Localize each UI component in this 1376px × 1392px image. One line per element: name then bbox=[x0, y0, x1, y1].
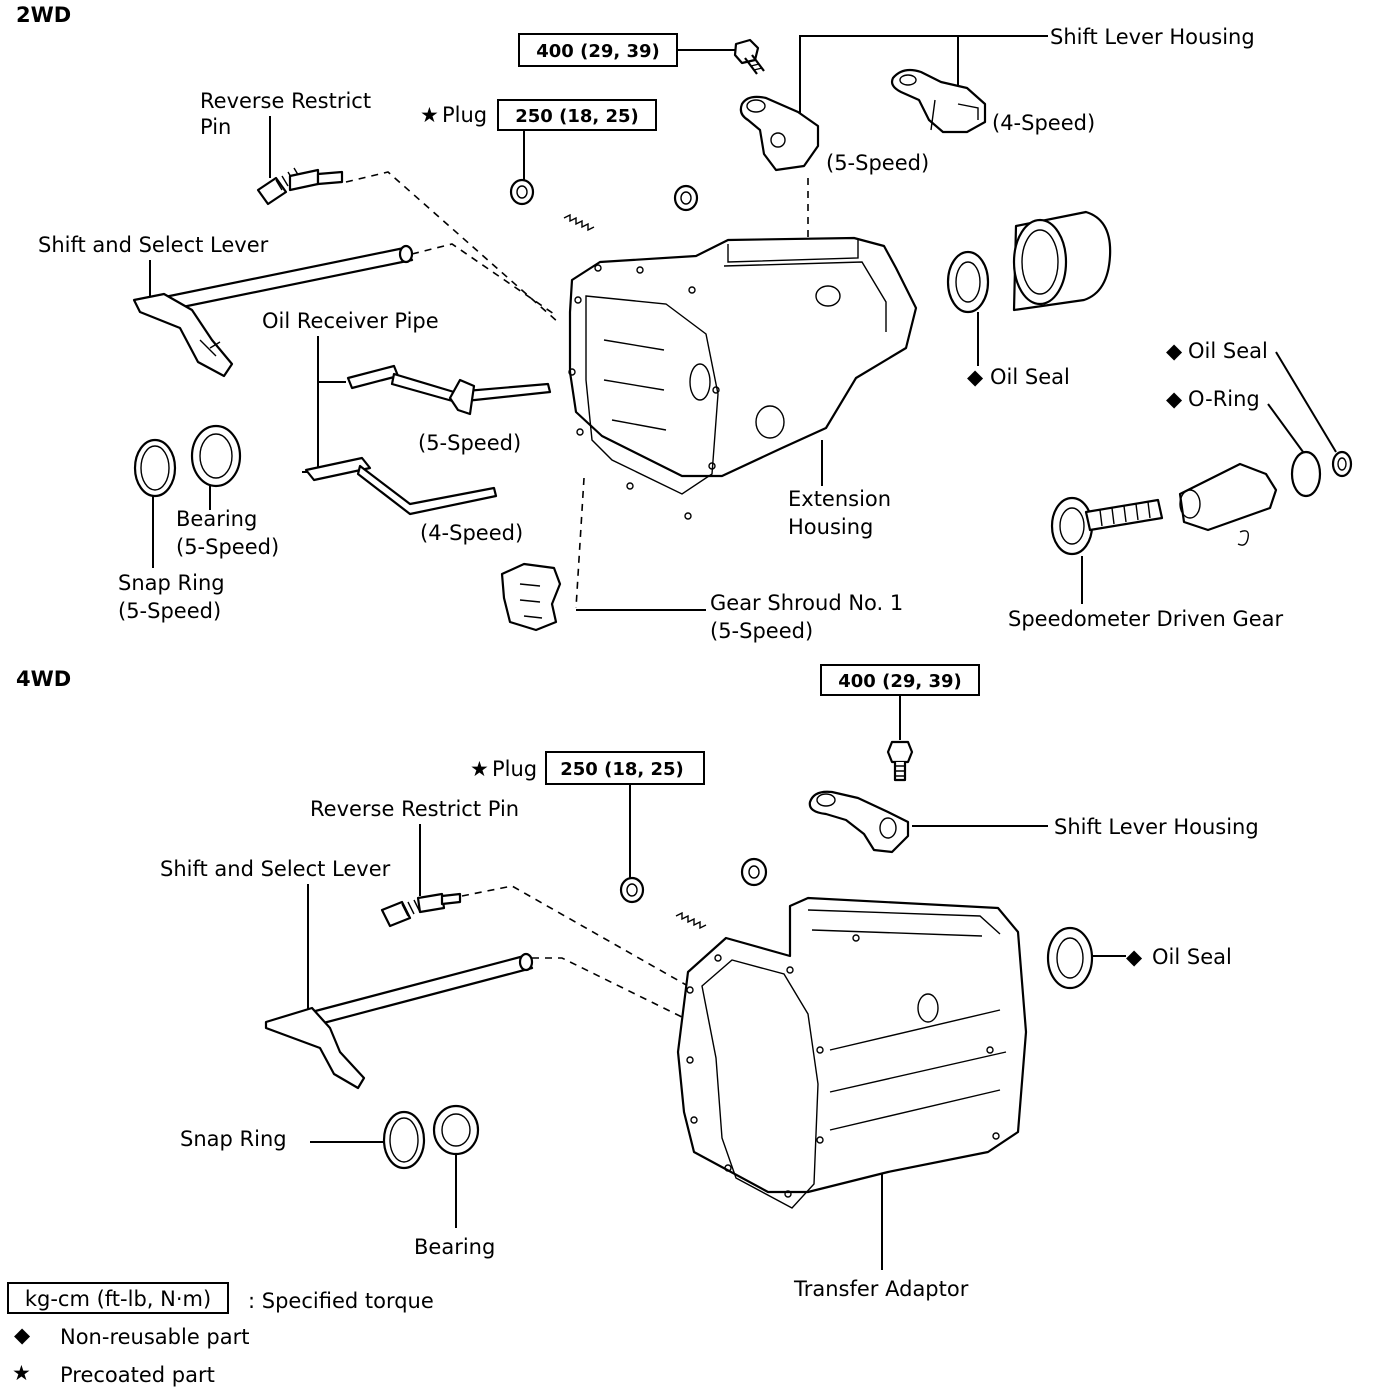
shift-lever-housing-label-4wd: Shift Lever Housing bbox=[1054, 815, 1259, 839]
shift-select-lever-label-4wd: Shift and Select Lever bbox=[160, 857, 391, 881]
shift-lever-housing-4wd bbox=[808, 790, 910, 854]
oil-receiver-pipe-5speed-2wd bbox=[346, 364, 552, 416]
plug-label-4wd: Plug bbox=[492, 757, 537, 781]
torque-box-plug-4wd bbox=[545, 751, 705, 785]
shift-select-lever-2wd bbox=[132, 244, 414, 378]
oil-seal-label-a-2wd: Oil Seal bbox=[990, 365, 1070, 389]
torque-box-bolt-4wd bbox=[820, 664, 980, 696]
legend-torque-box bbox=[7, 1282, 229, 1314]
shift-lever-housing-label-2wd: Shift Lever Housing bbox=[1050, 25, 1255, 49]
four-speed-label-a-2wd: (4-Speed) bbox=[992, 111, 1095, 135]
extension-housing-2wd bbox=[568, 236, 918, 520]
reverse-restrict-pin-label2-2wd: Pin bbox=[200, 115, 231, 139]
gear-shroud-2wd bbox=[500, 562, 562, 632]
plug-label-2wd: Plug bbox=[442, 103, 487, 127]
section-4wd-title: 4WD bbox=[16, 667, 71, 691]
speedometer-driven-gear-label-2wd: Speedometer Driven Gear bbox=[1008, 607, 1284, 631]
speedometer-driven-gear-2wd bbox=[1050, 462, 1278, 556]
bearing-2wd bbox=[190, 424, 242, 488]
legend-non-reusable: Non-reusable part bbox=[60, 1325, 249, 1349]
o-ring-2wd bbox=[1290, 450, 1322, 498]
torque-value-bolt-4wd: 400 (29, 39) bbox=[838, 671, 962, 692]
snap-ring-4wd bbox=[382, 1110, 426, 1170]
reverse-restrict-pin-2wd bbox=[256, 167, 344, 206]
torque-box-plug-2wd bbox=[497, 99, 657, 131]
torque-value-plug-2wd: 250 (18, 25) bbox=[515, 106, 639, 127]
shift-lever-housing-5speed-2wd bbox=[739, 95, 820, 172]
bolt-4wd bbox=[886, 740, 914, 782]
oil-seal-label-b-2wd: Oil Seal bbox=[1188, 339, 1268, 363]
transfer-adaptor-4wd bbox=[676, 896, 1028, 1209]
spring-2wd bbox=[563, 213, 595, 232]
gear-shroud-label-2wd: Gear Shroud No. 1 bbox=[710, 591, 903, 615]
gear-shroud-5speed-label-2wd: (5-Speed) bbox=[710, 619, 813, 643]
torque-value-bolt-2wd: 400 (29, 39) bbox=[536, 41, 660, 62]
five-speed-label-b-2wd: (5-Speed) bbox=[418, 431, 521, 455]
oil-seal-4wd bbox=[1046, 926, 1094, 990]
shift-select-lever-label-2wd: Shift and Select Lever bbox=[38, 233, 269, 257]
reverse-restrict-pin-4wd bbox=[380, 892, 462, 928]
bearing-label-2wd: Bearing bbox=[176, 507, 257, 531]
o-ring-label-2wd: O-Ring bbox=[1188, 387, 1260, 411]
diamond-symbol-o-ring: ◆ bbox=[1166, 387, 1183, 411]
shift-lever-housing-4speed-2wd bbox=[890, 68, 987, 134]
bearing-label-4wd: Bearing bbox=[414, 1235, 495, 1259]
oil-receiver-pipe-label-2wd: Oil Receiver Pipe bbox=[262, 309, 439, 333]
snap-ring-5speed-label-2wd: (5-Speed) bbox=[118, 599, 221, 623]
diamond-symbol-oil-seal-2wd: ◆ bbox=[967, 365, 984, 389]
bearing-4wd bbox=[432, 1104, 480, 1156]
transfer-adaptor-label-4wd: Transfer Adaptor bbox=[793, 1277, 969, 1301]
dust-cover-2wd bbox=[1012, 210, 1112, 312]
diamond-symbol-oil-seal-speedo: ◆ bbox=[1166, 339, 1183, 363]
section-2wd-title: 2WD bbox=[16, 3, 71, 27]
snap-ring-label-4wd: Snap Ring bbox=[180, 1127, 287, 1151]
torque-value-plug-4wd: 250 (18, 25) bbox=[560, 759, 684, 780]
plug-4wd bbox=[619, 857, 768, 904]
bearing-5speed-label-2wd: (5-Speed) bbox=[176, 535, 279, 559]
plug-2wd bbox=[509, 178, 699, 212]
diamond-symbol-oil-seal-4wd: ◆ bbox=[1126, 945, 1143, 969]
legend-torque-unit: kg-cm (ft-lb, N·m) bbox=[25, 1287, 211, 1311]
torque-box-bolt-2wd bbox=[518, 33, 678, 67]
five-speed-label-a-2wd: (5-Speed) bbox=[826, 151, 929, 175]
bolt-2wd bbox=[733, 38, 765, 75]
shift-select-lever-4wd bbox=[264, 952, 534, 1090]
legend-diamond-symbol: ◆ bbox=[14, 1323, 31, 1347]
snap-ring-2wd bbox=[133, 438, 177, 498]
oil-seal-2wd bbox=[946, 250, 990, 314]
snap-ring-label-2wd: Snap Ring bbox=[118, 571, 225, 595]
star-symbol-plug-4wd: ★ bbox=[470, 757, 489, 781]
oil-receiver-pipe-4speed-2wd bbox=[304, 456, 498, 516]
oil-seal-label-4wd: Oil Seal bbox=[1152, 945, 1232, 969]
legend-precoated: Precoated part bbox=[60, 1363, 215, 1387]
extension-housing-label-2wd: Extension bbox=[788, 487, 891, 511]
reverse-restrict-pin-label-4wd: Reverse Restrict Pin bbox=[310, 797, 519, 821]
legend-star-symbol: ★ bbox=[12, 1361, 31, 1385]
star-symbol-plug-2wd: ★ bbox=[420, 103, 439, 127]
legend-torque-desc: : Specified torque bbox=[248, 1289, 434, 1313]
oil-seal-speedo-2wd bbox=[1331, 450, 1353, 478]
reverse-restrict-pin-label-2wd: Reverse Restrict bbox=[200, 89, 371, 113]
four-speed-label-b-2wd: (4-Speed) bbox=[420, 521, 523, 545]
extension-housing-label2-2wd: Housing bbox=[788, 515, 873, 539]
spring-4wd bbox=[675, 911, 707, 930]
